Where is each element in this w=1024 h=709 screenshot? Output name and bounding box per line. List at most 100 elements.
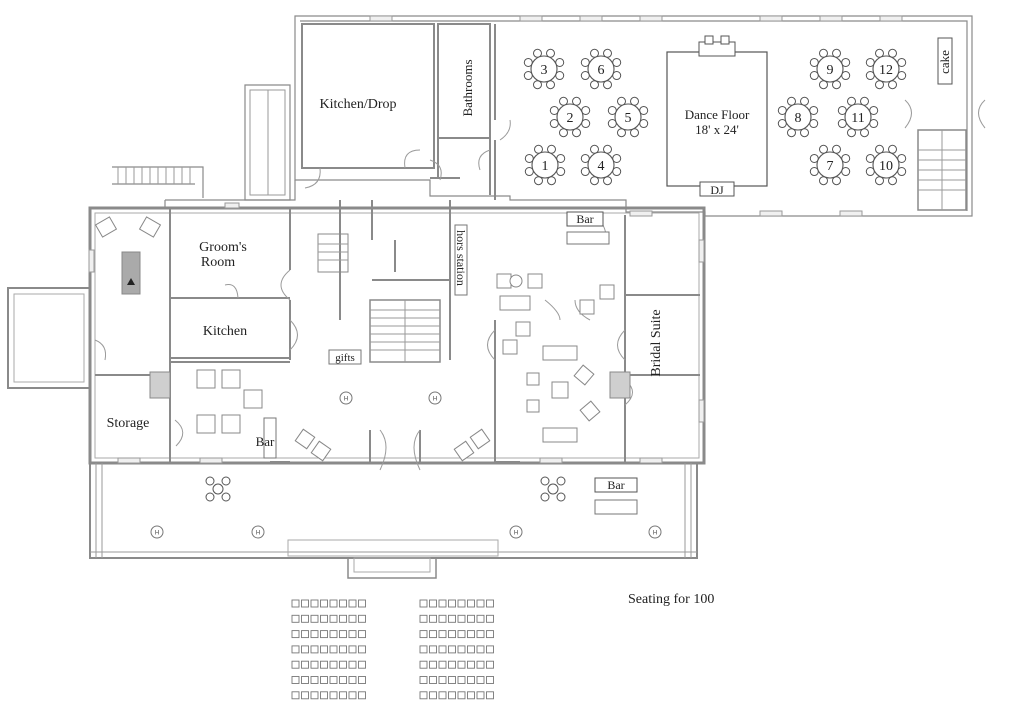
ceremony-chair [438, 630, 447, 639]
exterior-walls [7, 15, 986, 579]
ceremony-chair [301, 676, 309, 684]
ceremony-chair [358, 645, 366, 654]
ceremony-chair [486, 660, 494, 669]
ceremony-chair [429, 614, 437, 623]
ceremony-chair [448, 630, 456, 639]
ceremony-chair [486, 676, 494, 684]
ceremony-chair [476, 676, 485, 684]
table-top [556, 103, 584, 131]
dance-floor: Dance Floor 18' x 24' DJ [666, 35, 768, 197]
ceremony-chair [419, 630, 428, 639]
reception-table-5: 5 [607, 96, 649, 138]
ceremony-chair [419, 599, 428, 608]
table-number: 9 [827, 63, 834, 78]
ceremony-chair [358, 630, 366, 639]
ceremony-chair [486, 630, 494, 639]
ceremony-chair [339, 599, 347, 608]
ceremony-chair [329, 660, 338, 669]
grooms-room-label-1: Groom's [199, 240, 247, 255]
ceremony-chair [419, 614, 428, 623]
ceremony-chair [358, 660, 366, 669]
ceremony-chair [419, 691, 428, 700]
ceremony-chair [476, 630, 485, 639]
windows [88, 15, 903, 464]
ceremony-chair [438, 614, 447, 623]
cafe-table [205, 476, 231, 502]
table-top [614, 103, 642, 131]
ceremony-chair [476, 691, 485, 700]
ceremony-chair [486, 691, 494, 700]
table-number: 6 [598, 63, 605, 78]
table-top [587, 55, 615, 83]
ceremony-chair [467, 691, 475, 700]
ceremony-chair [329, 645, 338, 654]
ceremony-chair [448, 660, 456, 669]
ceremony-chair [329, 630, 338, 639]
grooms-room-label-2: Room [201, 255, 235, 270]
table-number: 5 [625, 111, 632, 126]
ceremony-chair [486, 645, 494, 654]
ceremony-chair [438, 691, 447, 700]
ceremony-chair [329, 614, 338, 623]
ceremony-chair [476, 645, 485, 654]
interior-walls [95, 23, 700, 463]
ceremony-chair [348, 676, 357, 684]
ceremony-chair [291, 645, 300, 654]
table-number: 8 [795, 111, 802, 126]
reception-table-1: 1 [524, 144, 566, 186]
ceremony-chair [438, 645, 447, 654]
ceremony-chair [419, 645, 428, 654]
ceremony-chair [291, 614, 300, 623]
ceremony-chair [467, 676, 475, 684]
ceremony-chair [291, 676, 300, 684]
ceremony-chair [310, 599, 319, 608]
reception-table-7: 7 [809, 144, 851, 186]
porch-cafe-tables [205, 476, 566, 502]
ceremony-chair [301, 691, 309, 700]
ceremony-chair [348, 645, 357, 654]
ceremony-chair [486, 599, 494, 608]
ceremony-block-right [419, 599, 494, 700]
ceremony-chair [457, 645, 466, 654]
ceremony-chair [348, 614, 357, 623]
heater-label: H [256, 531, 260, 537]
ceremony-chair [310, 660, 319, 669]
table-number: 11 [851, 111, 864, 126]
ceremony-chair [339, 645, 347, 654]
reception-table-4: 4 [580, 144, 622, 186]
gifts-label: gifts [335, 352, 355, 364]
reception-table-9: 9 [809, 48, 851, 90]
table-top [844, 103, 872, 131]
ceremony-chair [429, 599, 437, 608]
heater-label: H [514, 531, 518, 537]
ceremony-seating [291, 599, 494, 700]
table-number: 2 [567, 111, 574, 126]
bar-west-label: Bar [256, 434, 275, 449]
seating-note: Seating for 100 [628, 592, 714, 607]
table-top [531, 151, 559, 179]
ceremony-chair [339, 614, 347, 623]
ceremony-chair [419, 676, 428, 684]
ceremony-chair [348, 599, 357, 608]
hors-station: hors station [454, 224, 468, 296]
ceremony-chair [348, 691, 357, 700]
heater-icon [648, 525, 662, 539]
kitchen-label: Kitchen [203, 324, 247, 339]
table-number: 1 [542, 159, 549, 174]
ceremony-chair [438, 676, 447, 684]
table-number: 12 [879, 63, 893, 78]
table-top [530, 55, 558, 83]
cake-label: cake [937, 50, 952, 74]
ceremony-chair [320, 660, 328, 669]
table-number: 3 [541, 63, 548, 78]
ceremony-chair [448, 676, 456, 684]
bathrooms-label: Bathrooms [460, 59, 475, 116]
east-stair [904, 99, 986, 211]
ceremony-chair [419, 660, 428, 669]
ceremony-chair [301, 645, 309, 654]
ceremony-chair [429, 660, 437, 669]
ceremony-chair [291, 599, 300, 608]
ceremony-chair [457, 676, 466, 684]
reception-table-6: 6 [580, 48, 622, 90]
heater-label: H [433, 397, 437, 403]
